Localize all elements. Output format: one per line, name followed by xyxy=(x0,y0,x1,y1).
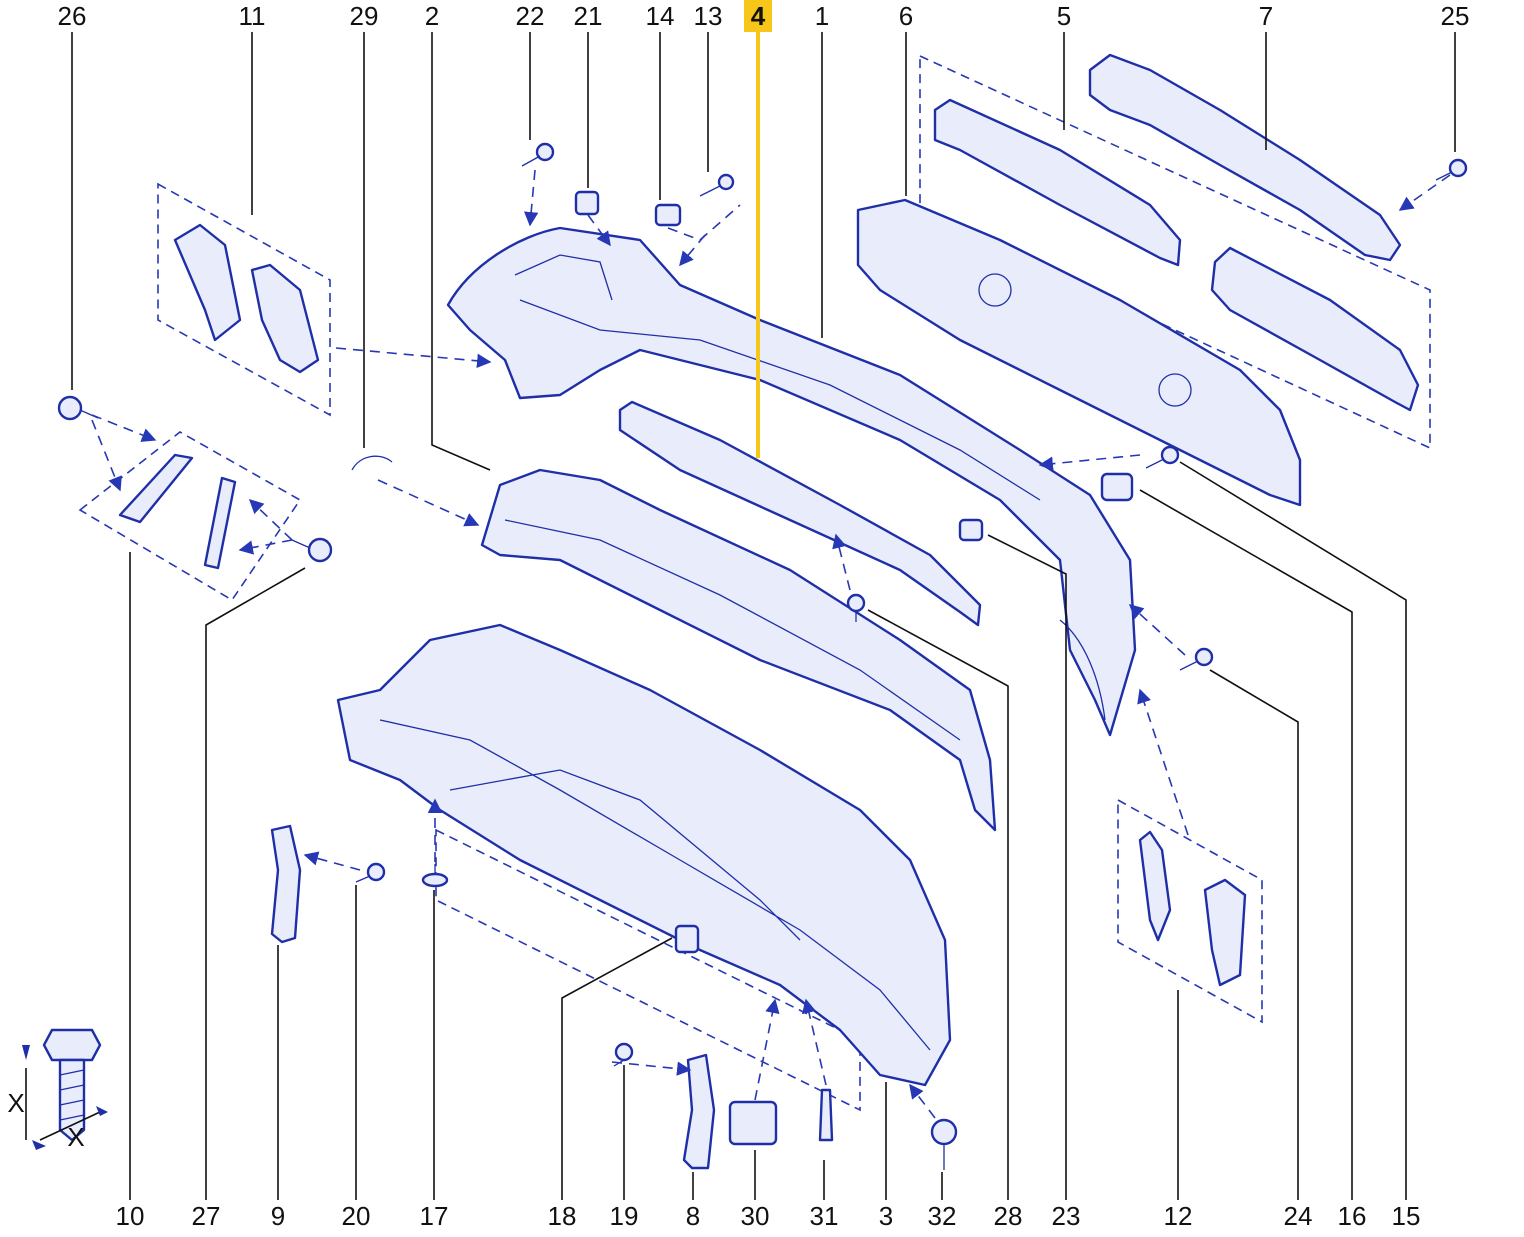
callout-label-7: 7 xyxy=(1259,1,1273,31)
callout-label-15: 15 xyxy=(1392,1201,1421,1231)
callout-label-2: 2 xyxy=(425,1,439,31)
part-7-rail-bracket xyxy=(1088,53,1402,262)
part-9-bracket xyxy=(270,824,302,944)
callout-label-8: 8 xyxy=(686,1201,700,1231)
group-12-outline xyxy=(1117,798,1263,1024)
callout-label-14: 14 xyxy=(646,1,675,31)
callout-label-4: 4 xyxy=(751,1,766,31)
callout-label-32: 32 xyxy=(928,1201,957,1231)
callout-label-5: 5 xyxy=(1057,1,1071,31)
callout-label-23: 23 xyxy=(1052,1201,1081,1231)
callout-label-24: 24 xyxy=(1284,1201,1313,1231)
part-5-bracket xyxy=(933,98,1182,267)
part-8-bracket xyxy=(682,1053,716,1170)
part-10-brackets xyxy=(118,453,237,570)
callout-label-22: 22 xyxy=(516,1,545,31)
highlight-box-4 xyxy=(744,0,772,32)
legend-x-vertical: X xyxy=(7,1088,24,1118)
callout-label-27: 27 xyxy=(192,1201,221,1231)
callout-label-28: 28 xyxy=(994,1201,1023,1231)
callout-label-25: 25 xyxy=(1441,1,1470,31)
callout-label-9: 9 xyxy=(271,1201,285,1231)
leader-lines xyxy=(71,32,1456,1200)
callout-label-12: 12 xyxy=(1164,1201,1193,1231)
part-11-guide-trim xyxy=(173,223,320,374)
callout-label-31: 31 xyxy=(810,1201,839,1231)
callout-label-16: 16 xyxy=(1338,1201,1367,1231)
callout-label-17: 17 xyxy=(420,1201,449,1231)
callout-label-20: 20 xyxy=(342,1201,371,1231)
callout-label-10: 10 xyxy=(116,1201,145,1231)
part-1-bumper-cover xyxy=(446,226,1137,737)
callout-label-6: 6 xyxy=(899,1,913,31)
callout-label-13: 13 xyxy=(694,1,723,31)
callout-label-11: 11 xyxy=(239,1,266,31)
bottom-callout-labels: 10 27 9 20 17 18 19 8 30 31 3 32 28 23 12 24 16 15 xyxy=(116,1201,1421,1231)
callout-label-21: 21 xyxy=(574,1,603,31)
group-11-outline xyxy=(157,182,331,417)
part-5-second-bracket xyxy=(1210,246,1420,412)
part-4-strip xyxy=(618,400,982,627)
part-6-absorber xyxy=(856,198,1302,507)
callout-label-18: 18 xyxy=(548,1201,577,1231)
part-2-upper-panel xyxy=(480,468,997,832)
part-3-lower-diffuser xyxy=(336,623,952,1087)
direction-arrows xyxy=(91,169,1451,1119)
callout-label-19: 19 xyxy=(610,1201,639,1231)
callout-label-29: 29 xyxy=(350,1,379,31)
callout-label-1: 1 xyxy=(815,1,829,31)
callout-label-3: 3 xyxy=(879,1201,893,1231)
part-12-guide-trim xyxy=(1138,830,1247,987)
legend-x-horizontal: X xyxy=(67,1122,84,1152)
callout-label-30: 30 xyxy=(741,1201,770,1231)
fastener-legend xyxy=(22,1028,108,1150)
callout-label-26: 26 xyxy=(58,1,87,31)
fasteners xyxy=(57,142,1468,1170)
